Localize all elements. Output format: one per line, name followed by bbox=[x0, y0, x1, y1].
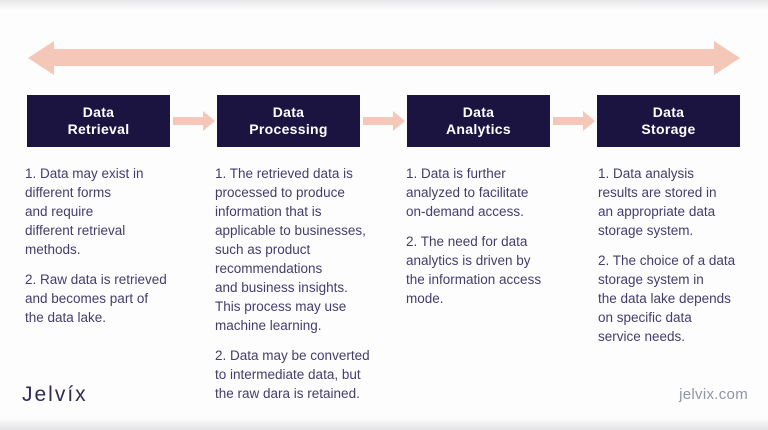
stage-title: Data Processing bbox=[249, 104, 328, 137]
arrow-left-head bbox=[28, 41, 54, 75]
stage-point: 1. Data may exist in different forms and… bbox=[25, 166, 144, 257]
stage-title: Data Storage bbox=[641, 104, 696, 137]
flow-arrow-right-icon bbox=[173, 111, 215, 131]
stage-point: 1. Data is further analyzed to facilitat… bbox=[406, 166, 529, 219]
stage-text-data-analytics: 1. Data is further analyzed to facilitat… bbox=[406, 164, 592, 319]
stage-box-data-processing: Data Processing bbox=[217, 95, 360, 147]
top-edge-shadow bbox=[0, 0, 768, 10]
stage-point: 1. The retrieved data is processed to pr… bbox=[215, 166, 366, 333]
stage-text-data-retrieval: 1. Data may exist in different forms and… bbox=[25, 164, 211, 338]
stage-point: 2. Data may be converted to intermediate… bbox=[215, 348, 370, 401]
stage-text-data-processing: 1. The retrieved data is processed to pr… bbox=[215, 164, 401, 414]
stage-point: 1. Data analysis results are stored in a… bbox=[598, 166, 717, 238]
jelvix-logo: Jelvíx bbox=[22, 383, 88, 406]
stage-title: Data Retrieval bbox=[67, 104, 130, 137]
stage-box-data-retrieval: Data Retrieval bbox=[27, 95, 170, 147]
stage-point: 2. The choice of a data storage system i… bbox=[598, 253, 736, 344]
flow-arrow-right-icon bbox=[363, 111, 405, 131]
stage-box-data-analytics: Data Analytics bbox=[407, 95, 550, 147]
bottom-edge-shadow bbox=[0, 418, 768, 430]
website-url: jelvix.com bbox=[679, 386, 748, 403]
stage-title: Data Analytics bbox=[446, 104, 511, 137]
stage-point: 2. Raw data is retrieved and becomes par… bbox=[25, 272, 167, 325]
stage-text-data-storage: 1. Data analysis results are stored in a… bbox=[598, 164, 768, 357]
flow-arrow-right-icon bbox=[553, 111, 595, 131]
double-arrow-icon bbox=[28, 41, 740, 75]
stage-box-data-storage: Data Storage bbox=[597, 95, 740, 147]
arrow-right-head bbox=[714, 41, 740, 75]
stage-point: 2. The need for data analytics is driven… bbox=[406, 234, 542, 306]
arrow-shaft bbox=[53, 49, 715, 66]
